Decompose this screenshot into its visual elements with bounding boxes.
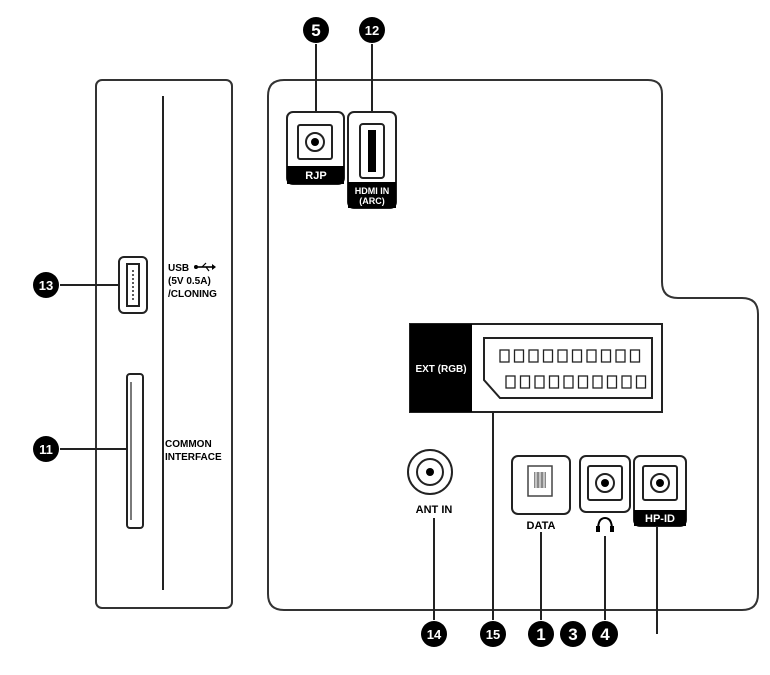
svg-text:4: 4 (600, 625, 610, 644)
callout-12: 12 (359, 17, 385, 43)
common-interface-label-line1: COMMON (165, 439, 212, 450)
ethernet-port-icon (527, 465, 553, 497)
scart-pin (534, 375, 545, 389)
scart-pin (563, 375, 574, 389)
svg-text:11: 11 (39, 442, 53, 457)
scart-pin (635, 375, 647, 389)
rear-panel (267, 79, 759, 611)
usb-port (118, 256, 148, 314)
usb-label-line2: (5V 0.5A) (168, 276, 211, 287)
common-interface-slot (126, 373, 144, 529)
svg-text:1: 1 (536, 625, 545, 644)
scart-pin (577, 375, 589, 389)
ext-rgb-port (409, 323, 663, 413)
scart-pins (499, 349, 647, 389)
scart-pin (606, 375, 618, 389)
scart-pin (621, 375, 632, 389)
scart-pin (499, 349, 510, 363)
scart-pin (615, 349, 626, 363)
callout-15: 15 (480, 621, 506, 647)
scart-pin (548, 375, 560, 389)
svg-text:12: 12 (365, 23, 379, 38)
usb-label-line1: USB (168, 263, 189, 274)
common-interface-label-line2: INTERFACE (165, 452, 222, 463)
callout-14: 14 (421, 621, 447, 647)
svg-text:3: 3 (568, 625, 577, 644)
callout-13: 13 (33, 272, 59, 298)
ext-rgb-label: EXT (RGB) (415, 364, 466, 375)
scart-pin (571, 349, 583, 363)
rjp-label: RJP (305, 170, 326, 182)
scart-pin (600, 349, 612, 363)
scart-pin (592, 375, 603, 389)
svg-text:13: 13 (39, 278, 53, 293)
hp-id-label: HP-ID (645, 513, 675, 525)
callout-4: 4 (592, 621, 618, 647)
callout-11: 11 (33, 436, 59, 462)
scart-pin (513, 349, 525, 363)
hp-id-port (633, 455, 687, 527)
scart-pin (528, 349, 539, 363)
hdmi-label-line2: (ARC) (359, 196, 385, 206)
svg-text:5: 5 (311, 21, 320, 40)
data-label: DATA (527, 520, 556, 532)
hdmi-label-line1: HDMI IN (355, 186, 390, 196)
usb-icon (194, 262, 216, 272)
scart-pin (519, 375, 531, 389)
ant-in-port (407, 449, 453, 495)
svg-text:14: 14 (427, 627, 442, 642)
usb-label-line3: /CLONING (168, 289, 217, 300)
scart-pin (586, 349, 597, 363)
headphone-port (579, 455, 631, 513)
scart-pin (629, 349, 641, 363)
scart-pin (505, 375, 516, 389)
svg-text:15: 15 (486, 627, 500, 642)
leader-lines (60, 44, 658, 634)
headphone-icon (596, 516, 614, 532)
callout-5: 5 (303, 17, 329, 43)
callout-3: 3 (560, 621, 586, 647)
data-port (511, 455, 571, 515)
scart-pin (542, 349, 554, 363)
side-panel (95, 79, 233, 609)
scart-pin (557, 349, 568, 363)
ant-in-label: ANT IN (416, 504, 453, 516)
callout-1: 1 (528, 621, 554, 647)
